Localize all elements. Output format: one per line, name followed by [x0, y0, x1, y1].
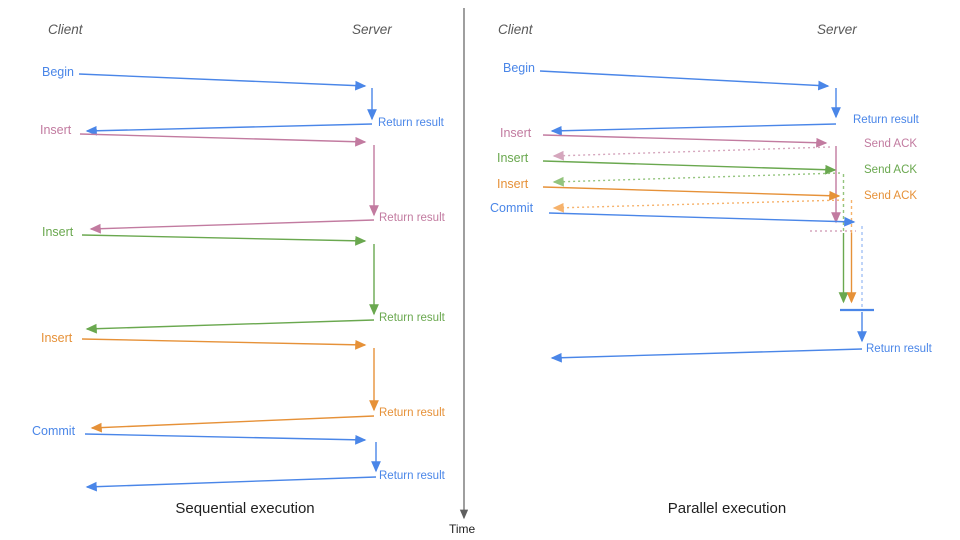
ack-label: Send ACK — [864, 138, 918, 150]
response-label: Return result — [866, 343, 932, 355]
response-line — [550, 348, 863, 363]
request-line — [78, 73, 367, 91]
response-line — [550, 123, 837, 136]
message-label-commit: Commit — [32, 424, 76, 438]
response-line — [85, 319, 375, 334]
seq-commit-flow — [84, 433, 381, 492]
par-insert3-flow — [542, 186, 857, 304]
response-label: Return result — [379, 312, 445, 324]
message-label-insert: Insert — [497, 177, 529, 191]
response-label: Return result — [853, 114, 919, 126]
request-line — [81, 234, 367, 246]
request-line — [542, 160, 837, 175]
response-line — [89, 219, 375, 234]
message-label-begin: Begin — [42, 65, 74, 79]
request-line — [84, 433, 367, 445]
panel-title-sequential: Sequential execution — [175, 500, 315, 517]
ack-line — [552, 172, 841, 187]
message-label-commit: Commit — [490, 201, 534, 215]
seq-insert2-flow — [81, 234, 379, 334]
ack-line — [552, 199, 845, 213]
panel-title-parallel: Parallel execution — [667, 500, 787, 517]
response-line — [85, 123, 373, 136]
par-insert2-flow — [542, 160, 849, 304]
response-label: Return result — [379, 212, 445, 224]
seq-insert1-flow — [79, 133, 379, 234]
request-line — [79, 133, 367, 147]
response-line — [90, 415, 375, 433]
request-line — [539, 70, 830, 91]
message-label-insert: Insert — [500, 126, 532, 140]
message-label-insert: Insert — [42, 225, 74, 239]
server-lifeline-header: Server — [352, 22, 392, 37]
par-commit-flow — [548, 212, 874, 363]
request-line — [542, 134, 828, 148]
request-line — [548, 212, 856, 227]
time-axis-label: Time — [449, 522, 476, 536]
client-lifeline-header: Client — [498, 22, 533, 37]
par-begin-flow — [539, 70, 841, 136]
message-label-insert: Insert — [40, 123, 72, 137]
response-line — [85, 476, 377, 492]
response-label: Return result — [379, 470, 445, 482]
message-label-insert: Insert — [497, 151, 529, 165]
request-line — [81, 338, 367, 350]
message-label-begin: Begin — [503, 61, 535, 75]
par-insert1-flow — [542, 134, 856, 232]
ack-line — [552, 146, 831, 161]
response-label: Return result — [379, 407, 445, 419]
seq-begin-flow — [78, 73, 377, 136]
ack-label: Send ACK — [864, 164, 918, 176]
request-line — [542, 186, 841, 201]
seq-insert3-flow — [81, 338, 379, 433]
client-lifeline-header: Client — [48, 22, 83, 37]
message-label-insert: Insert — [41, 331, 73, 345]
response-label: Return result — [378, 117, 444, 129]
ack-label: Send ACK — [864, 190, 918, 202]
server-lifeline-header: Server — [817, 22, 857, 37]
